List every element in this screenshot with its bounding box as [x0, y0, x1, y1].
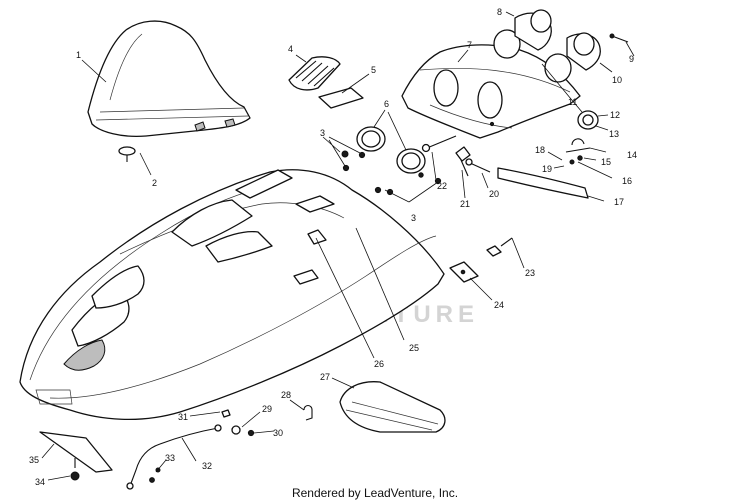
callout-12: 12: [610, 110, 620, 120]
callout-3-lower: 3: [411, 213, 416, 223]
clip-28: [303, 404, 313, 421]
callout-22: 22: [437, 181, 447, 191]
callout-31: 31: [178, 412, 188, 422]
bracket-35: [39, 431, 113, 473]
callout-5: 5: [371, 65, 376, 75]
callout-14: 14: [627, 150, 637, 160]
callout-7: 7: [467, 40, 472, 50]
callout-8: 8: [497, 7, 502, 17]
pad: [318, 87, 364, 109]
callout-3-upper: 3: [320, 128, 325, 138]
nuts: [341, 150, 442, 196]
callout-21: 21: [460, 199, 470, 209]
windshield: [87, 20, 251, 138]
callout-10: 10: [612, 75, 622, 85]
small-gauge: [577, 110, 599, 130]
callout-30: 30: [273, 428, 283, 438]
callout-33: 33: [165, 453, 175, 463]
callout-17: 17: [614, 197, 624, 207]
callout-24: 24: [494, 300, 504, 310]
trim-strip: [497, 167, 589, 199]
key: [465, 158, 491, 173]
callout-20: 20: [489, 189, 499, 199]
gauge-8: [493, 9, 552, 59]
leaders: [41, 11, 635, 481]
fasteners: [221, 409, 255, 437]
callout-1: 1: [76, 50, 81, 60]
callout-32: 32: [202, 461, 212, 471]
gauge-rings: [356, 126, 426, 174]
cable: [421, 135, 457, 153]
storage-lid: [339, 381, 446, 433]
callout-26: 26: [374, 359, 384, 369]
gauge-10: [544, 32, 601, 83]
callout-29: 29: [262, 404, 272, 414]
switch: [455, 146, 471, 177]
bolt: [609, 33, 629, 43]
callout-23: 23: [525, 268, 535, 278]
callout-11: 11: [568, 97, 577, 107]
callout-15: 15: [601, 157, 611, 167]
hood: [19, 169, 445, 421]
windshield-screw: [118, 146, 136, 162]
callout-19: 19: [542, 164, 552, 174]
latch-plate-24: [449, 261, 479, 283]
callout-18: 18: [535, 145, 545, 155]
callout-16: 16: [622, 176, 632, 186]
callout-25: 25: [409, 343, 419, 353]
callout-34: 34: [35, 477, 45, 487]
callout-6: 6: [384, 99, 389, 109]
hood-cable: [126, 424, 222, 490]
vent-grill: [288, 56, 341, 91]
gauge-clamp: [565, 138, 591, 165]
callout-2: 2: [152, 178, 157, 188]
tether-clip: [149, 467, 161, 483]
callout-28: 28: [281, 390, 291, 400]
callout-4: 4: [288, 44, 293, 54]
footer-credit: Rendered by LeadVenture, Inc.: [291, 486, 459, 500]
callout-27: 27: [320, 372, 330, 382]
latch-23: [486, 237, 513, 257]
bolt-34: [70, 458, 80, 481]
callout-13: 13: [609, 129, 619, 139]
callout-35: 35: [29, 455, 39, 465]
callout-numbers: 1 2 3 4 5 6 7 8 9 10 11 12 13 14 15 16 1…: [29, 7, 637, 487]
callout-9: 9: [629, 54, 634, 64]
